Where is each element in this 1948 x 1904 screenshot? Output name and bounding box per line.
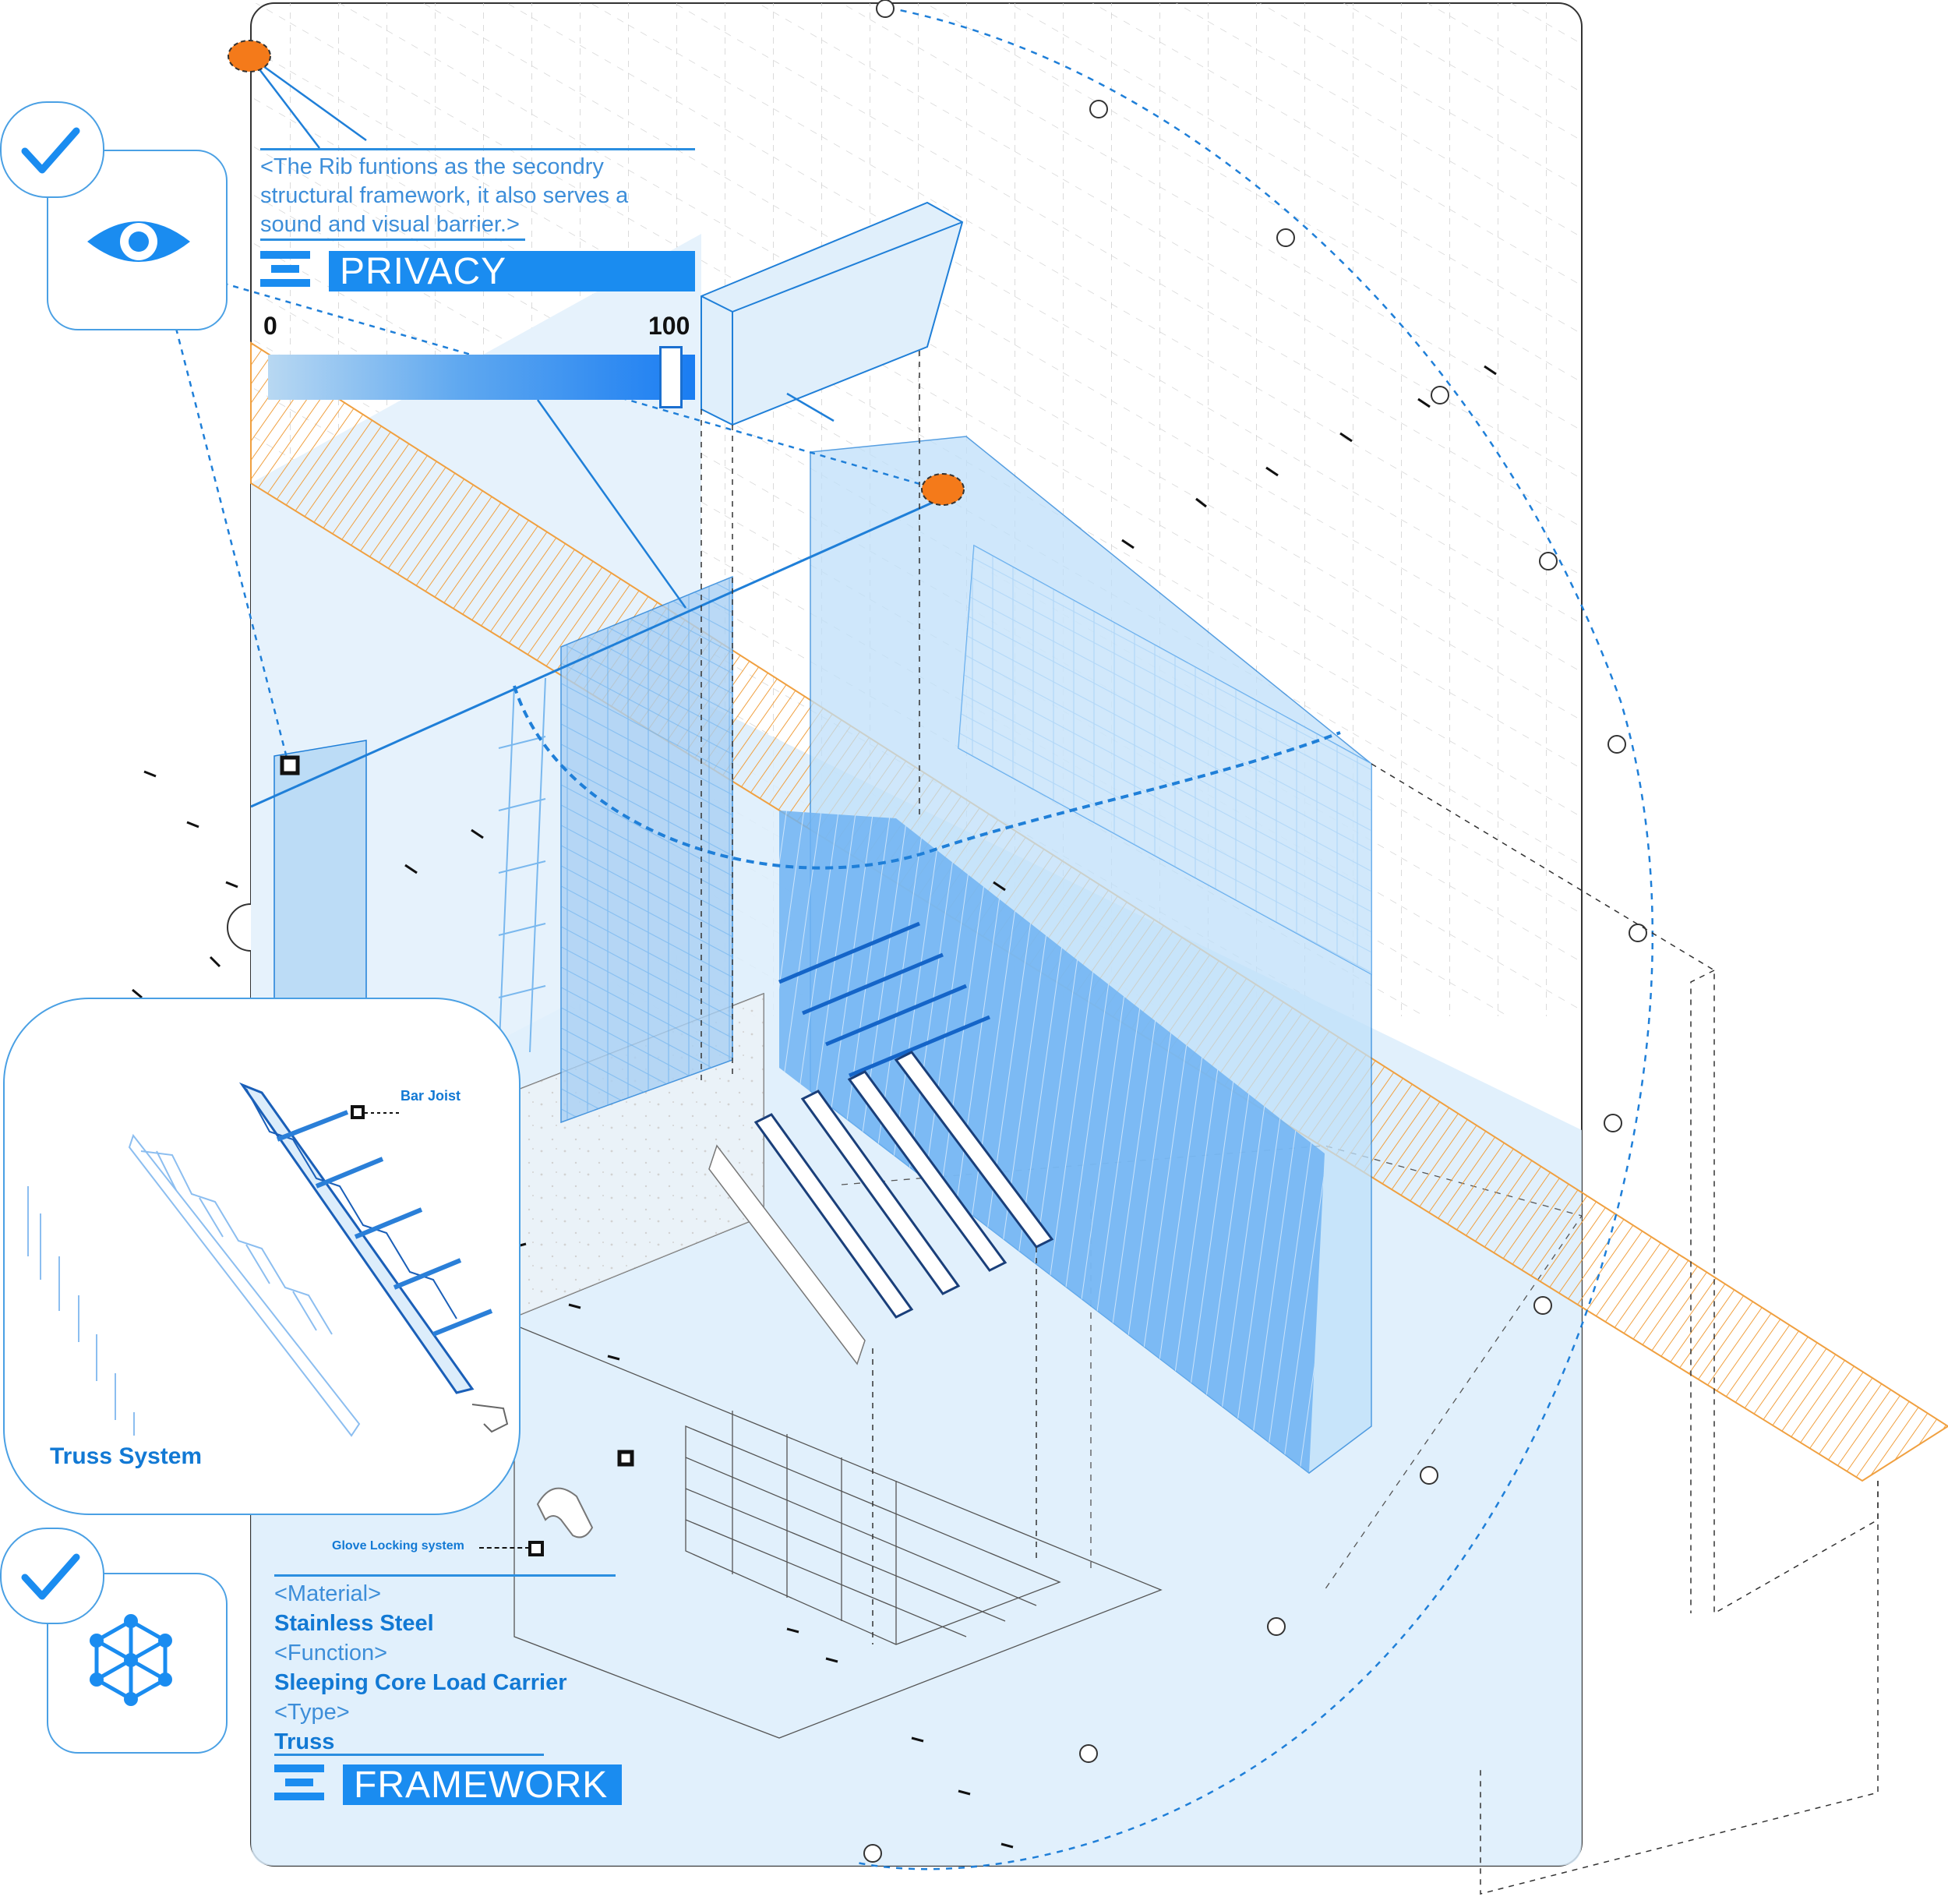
privacy-tag: PRIVACY — [329, 251, 695, 292]
function-key: <Function> — [274, 1641, 388, 1666]
privacy-tag-icon — [260, 251, 310, 293]
spec-bottom-rule — [274, 1754, 544, 1756]
function-value: Sleeping Core Load Carrier — [274, 1670, 567, 1695]
check-badge-top[interactable] — [0, 101, 104, 198]
material-value: Stainless Steel — [274, 1611, 434, 1636]
truss-bars — [778, 921, 990, 1078]
checkmark-icon — [21, 1553, 80, 1600]
checkmark-icon — [21, 127, 80, 174]
orbit-arc-large — [856, 6, 1654, 1870]
glove-locking-label: Glove Locking system — [332, 1539, 464, 1553]
note-bottom-rule — [260, 238, 525, 241]
type-key: <Type> — [274, 1700, 350, 1725]
rib-description: <The Rib funtions as the secondry struct… — [260, 154, 629, 237]
truss-system-card[interactable] — [3, 998, 521, 1515]
type-value: Truss — [274, 1729, 335, 1754]
note-top-rule — [260, 148, 695, 150]
marker-orange-mid — [921, 473, 965, 506]
glove-lock-shape — [536, 1487, 594, 1538]
network-cube-icon — [90, 1614, 172, 1706]
slider-max-label: 100 — [648, 312, 690, 340]
privacy-slider-track[interactable] — [268, 355, 695, 400]
framework-tag-icon — [274, 1764, 324, 1807]
orbit-arc-small — [513, 685, 1341, 870]
eye-icon — [87, 221, 190, 262]
spec-top-rule — [274, 1574, 616, 1577]
slider-min-label: 0 — [263, 312, 277, 340]
check-badge-bottom[interactable] — [0, 1528, 104, 1624]
bar-joist-label: Bar Joist — [401, 1088, 461, 1104]
material-key: <Material> — [274, 1581, 382, 1606]
privacy-slider-thumb[interactable] — [659, 346, 683, 408]
marker-orange-top — [228, 40, 271, 72]
glove-leader — [479, 1547, 530, 1549]
framework-tag: FRAMEWORK — [343, 1764, 622, 1806]
truss-system-title: Truss System — [50, 1443, 203, 1469]
glove-marker — [528, 1541, 544, 1556]
truss-ribs — [753, 1051, 1054, 1319]
truss-drawing — [27, 1082, 509, 1437]
spec-list: <Material> Stainless Steel <Function> Sl… — [274, 1579, 567, 1757]
